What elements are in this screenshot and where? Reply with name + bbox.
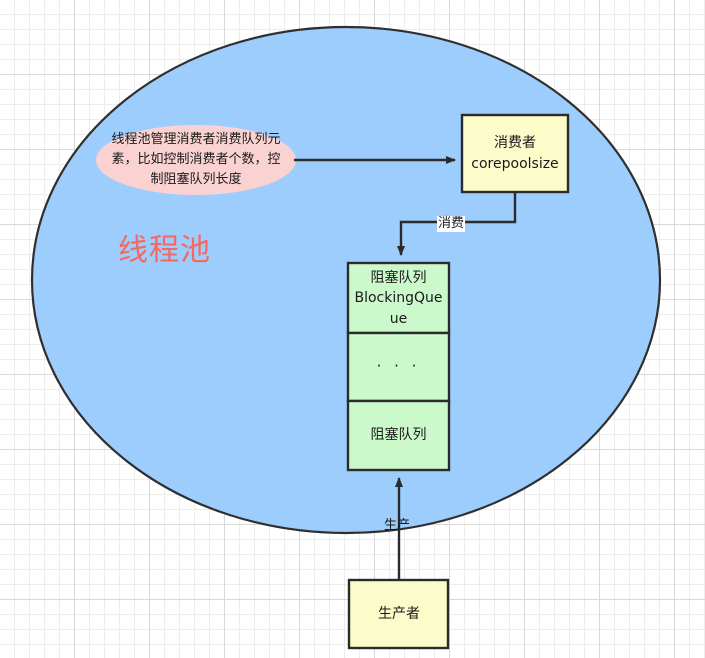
thread-pool-ellipse [30, 25, 662, 535]
queue-cell-1 [346, 261, 451, 335]
edge-label-consume: 消费 [437, 216, 466, 233]
producer-box [347, 578, 450, 650]
queue-cell-3 [346, 399, 451, 472]
queue-cell-2 [346, 331, 451, 403]
consumer-box [460, 113, 570, 194]
edge-label-produce: 生产 [384, 518, 411, 533]
note-ellipse [96, 125, 296, 195]
thread-pool-title: 线程池 [118, 233, 211, 268]
